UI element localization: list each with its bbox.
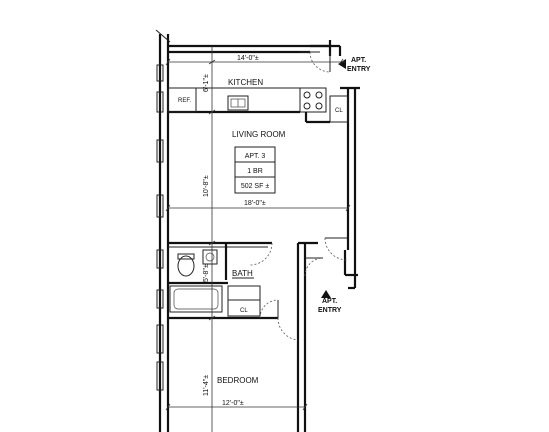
entry-label-top-2: ENTRY <box>347 66 371 73</box>
burner-icon <box>303 102 311 110</box>
bath: BATH <box>168 241 318 313</box>
unit-type: 1 BR <box>247 168 263 175</box>
burner-icon <box>315 91 323 99</box>
entry-label-side-2: ENTRY <box>318 307 342 314</box>
burner-icon <box>303 91 311 99</box>
range <box>299 87 327 113</box>
lavatory <box>202 249 218 265</box>
closet-label: CL <box>240 308 248 314</box>
unit-area: 502 SF ± <box>241 183 270 190</box>
dim-top-width: 14'-0"± <box>237 55 259 62</box>
kitchen-sink <box>227 95 249 111</box>
unit-info-box: APT. 3 1 BR 502 SF ± <box>234 146 276 194</box>
dim-bedroom-depth: 11'-4"± <box>203 375 210 396</box>
toilet <box>177 255 195 277</box>
bath-door-swing <box>249 242 273 266</box>
living-room-label: LIVING ROOM <box>232 130 286 139</box>
dim-bedroom-width: 12'-0"± <box>222 400 244 407</box>
entry-arrow-icon <box>321 290 331 298</box>
entry-door-side: APT. ENTRY <box>318 237 348 314</box>
entry-label-side-1: APT. <box>322 298 337 305</box>
refrigerator-label: REF. <box>178 98 191 104</box>
bedroom-label: BEDROOM <box>217 376 259 385</box>
closet-bath: CL <box>168 285 279 320</box>
dim-living-depth: 10'-8"± <box>203 175 210 197</box>
dimensions: 14'-0"± 18'-0"± 12'-0"± 6'-1"± 10'-8"± 5… <box>165 46 351 432</box>
kitchen-label: KITCHEN <box>228 78 263 87</box>
burner-icon <box>315 102 323 110</box>
closet-label: CL <box>335 108 343 114</box>
entry-label-top-1: APT. <box>351 57 366 64</box>
dim-kitchen-depth: 6'-1"± <box>203 74 210 92</box>
bathtub <box>169 285 223 313</box>
closet-kitchen <box>329 95 349 123</box>
east-walls <box>340 86 360 290</box>
exterior-walls <box>155 29 342 432</box>
dim-living-width: 18'-0"± <box>244 200 266 207</box>
refrigerator <box>167 87 197 113</box>
dim-bath-depth: 5'-8"± <box>203 264 210 282</box>
living-room: LIVING ROOM APT. 3 1 BR 502 SF ± <box>232 130 286 194</box>
unit-apt: APT. 3 <box>245 153 266 160</box>
bath-label: BATH <box>232 269 253 278</box>
kitchen: REF. CL KITCHEN <box>167 78 349 124</box>
entry-arrow-icon <box>338 59 346 69</box>
bedroom-walls: BEDROOM <box>217 243 324 432</box>
